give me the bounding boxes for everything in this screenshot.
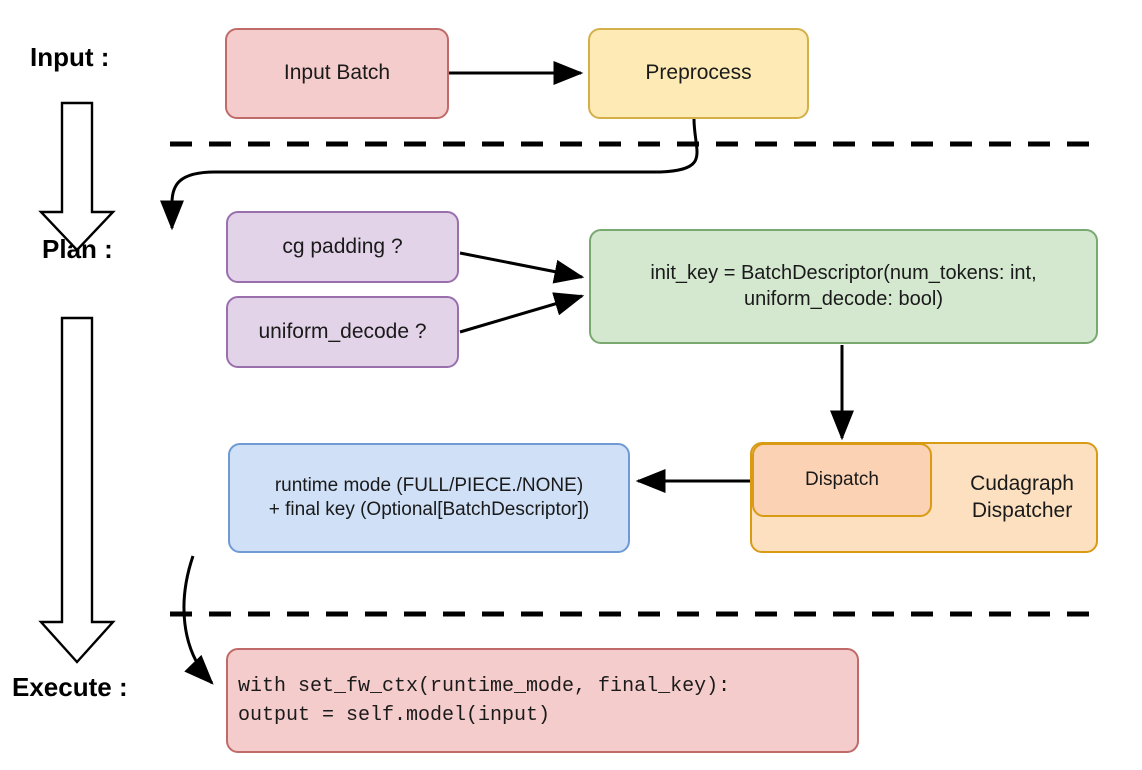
edge-runtime-mode-to-execute-code (182, 555, 214, 685)
node-runtime-mode[interactable]: runtime mode (FULL/PIECE./NONE) + final … (228, 443, 630, 553)
node-input-batch-label: Input Batch (283, 61, 391, 85)
node-uniform-decode-label: uniform_decode ? (258, 319, 427, 343)
node-execute-code-label: with set_fw_ctx(runtime_mode, final_key)… (238, 674, 731, 727)
edge-cg-padding-to-init-key (459, 251, 585, 284)
edge-uniform-decode-to-init-key (459, 292, 585, 334)
node-runtime-mode-label: runtime mode (FULL/PIECE./NONE) + final … (268, 474, 590, 520)
node-execute-code[interactable]: with set_fw_ctx(runtime_mode, final_key)… (226, 648, 859, 753)
node-dispatch-label: Dispatch (805, 468, 879, 490)
node-preprocess-label: Preprocess (645, 61, 752, 85)
node-input-batch[interactable]: Input Batch (225, 28, 449, 119)
node-uniform-decode[interactable]: uniform_decode ? (226, 296, 459, 368)
node-init-key-label: init_key = BatchDescriptor(num_tokens: i… (650, 261, 1037, 310)
node-cg-padding[interactable]: cg padding ? (226, 211, 459, 283)
stage-label-execute: Execute : (12, 672, 128, 702)
node-preprocess[interactable]: Preprocess (588, 28, 809, 119)
input-to-plan-arrow (38, 101, 116, 252)
node-dispatch[interactable]: Dispatch (752, 443, 932, 517)
stage-label-input: Input : (30, 42, 110, 72)
node-init-key[interactable]: init_key = BatchDescriptor(num_tokens: i… (589, 229, 1098, 344)
node-cudagraph-dispatcher-label: Cudagraph Dispatcher (970, 471, 1074, 522)
stage-label-plan: Plan : (42, 234, 113, 264)
node-cg-padding-label: cg padding ? (282, 234, 403, 258)
plan-to-execute-arrow (38, 316, 116, 664)
